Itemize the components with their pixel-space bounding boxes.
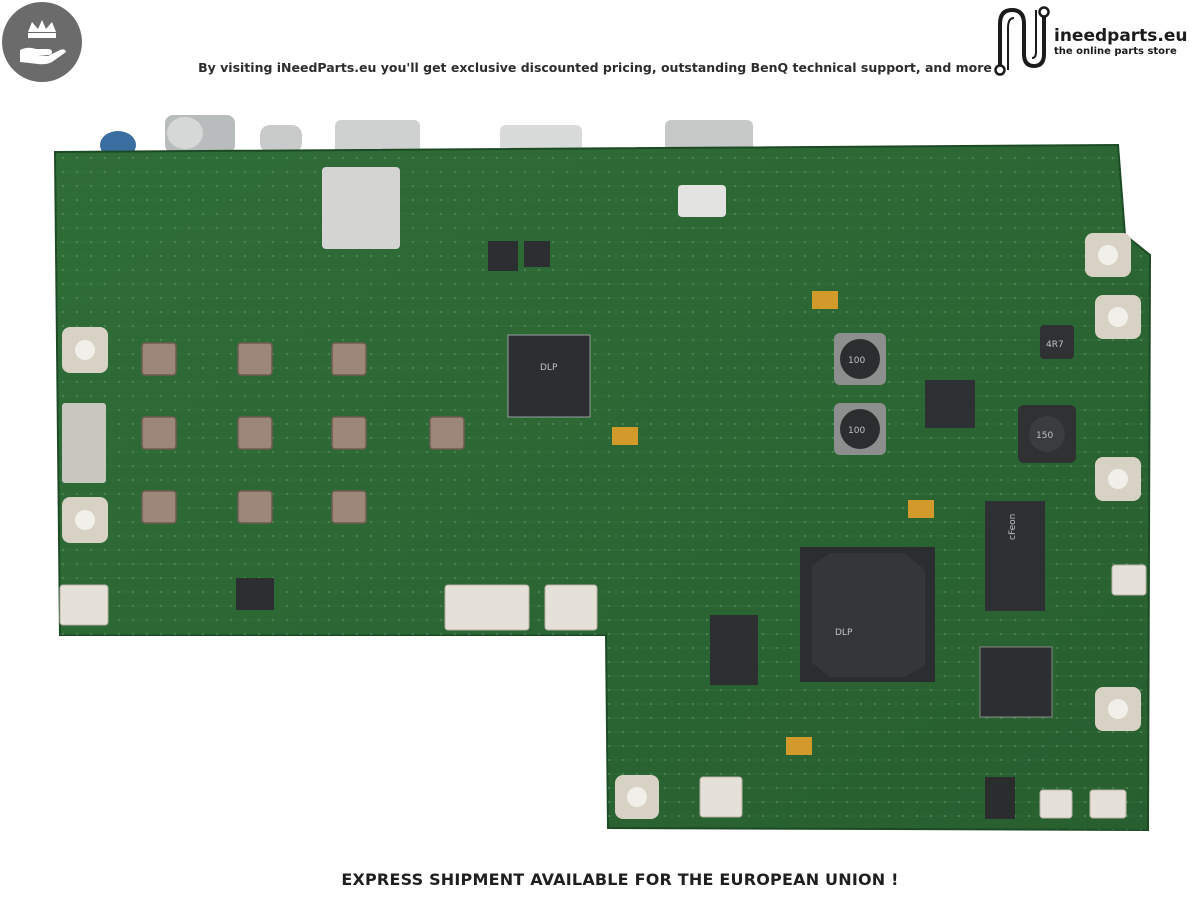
svg-text:100: 100: [848, 356, 865, 366]
svg-text:cFeon: cFeon: [1008, 514, 1018, 540]
crown-hand-icon: [20, 20, 66, 65]
svg-text:DLP: DLP: [540, 363, 558, 373]
ic-chips: DLP DLP cFeon: [236, 241, 1053, 718]
tactile-buttons: [141, 342, 465, 524]
crown-hand-badge: [2, 2, 82, 82]
svg-text:150: 150: [1036, 431, 1053, 441]
circuit-board-photo: DLP DLP cFeon 100 100 150 4R7: [53, 115, 1152, 832]
brand-logo[interactable]: ineedparts.eu the online parts store: [992, 2, 1192, 76]
brand-name: ineedparts.eu: [1054, 26, 1188, 46]
promo-tagline: By visiting iNeedParts.eu you'll get exc…: [198, 60, 992, 75]
svg-text:DLP: DLP: [835, 628, 853, 638]
brand-subtitle: the online parts store: [1054, 46, 1177, 57]
svg-text:4R7: 4R7: [1046, 340, 1064, 350]
inductors: 100 100 150 4R7: [834, 325, 1076, 463]
tantalum-capacitors: [612, 291, 934, 755]
circuit-n-logo-icon: [994, 6, 1050, 76]
shipping-banner: EXPRESS SHIPMENT AVAILABLE FOR THE EUROP…: [341, 870, 899, 889]
top-connectors: [100, 115, 753, 159]
svg-text:100: 100: [848, 426, 865, 436]
mounting-pads: [62, 233, 1141, 819]
bottom-connectors: [59, 564, 1147, 819]
